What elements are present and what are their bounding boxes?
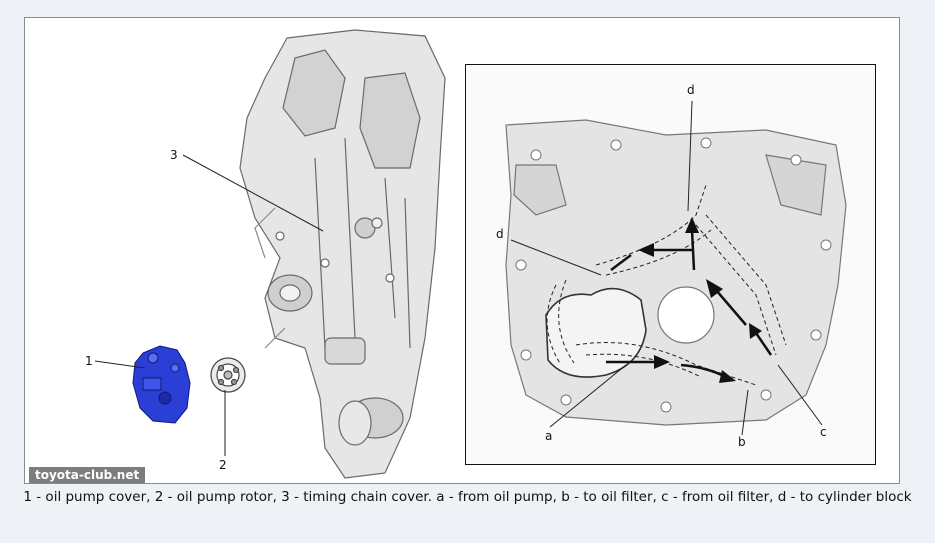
inset-label-a: a	[545, 429, 553, 443]
oil-flow-diagram	[505, 100, 847, 436]
timing-chain-cover-drawing	[239, 29, 446, 479]
leader-lines	[94, 154, 324, 456]
inset-leader-lines	[510, 100, 823, 436]
oil-flow-inset: d d a b c	[465, 64, 876, 465]
label-2: 2	[219, 458, 227, 472]
inset-passages	[546, 184, 787, 386]
figure-frame: 3 1 2 toyota-club.net	[24, 17, 900, 484]
figure-caption: 1 - oil pump cover, 2 - oil pump rotor, …	[23, 489, 912, 505]
oil-flow-arrows	[606, 217, 773, 383]
inset-label-b: b	[738, 435, 746, 449]
oil-pump-cover-drawing	[132, 345, 191, 424]
label-1: 1	[85, 354, 93, 368]
engine-illustration	[94, 29, 446, 479]
watermark-logo: toyota-club.net	[29, 467, 146, 483]
inset-label-d-top: d	[687, 83, 695, 97]
inset-housing-drawing	[505, 119, 847, 426]
oil-pump-rotor-drawing	[210, 357, 246, 393]
inset-label-d-left: d	[496, 227, 504, 241]
inset-bolt-holes	[515, 137, 832, 413]
label-3: 3	[170, 148, 178, 162]
inset-label-c: c	[820, 425, 827, 439]
